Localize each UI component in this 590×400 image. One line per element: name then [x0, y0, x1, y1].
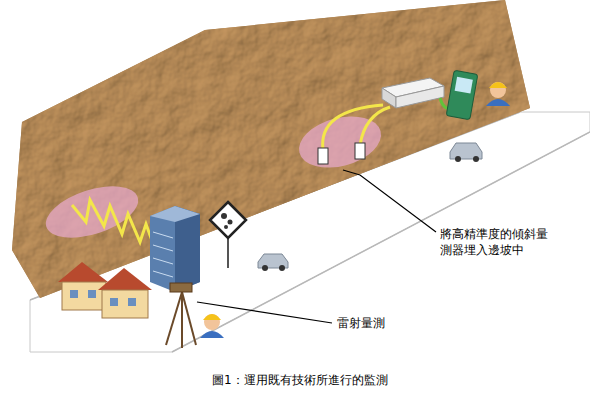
- house: [58, 262, 152, 318]
- rockfall-sign: [210, 202, 246, 268]
- tilt-sensor: [318, 148, 328, 164]
- figure-caption: 圖1：運用既有技術所進行的監測: [212, 372, 388, 388]
- building: [150, 206, 200, 292]
- leader-line: [197, 302, 332, 323]
- worker: [200, 314, 224, 338]
- data-terminal: [446, 70, 478, 119]
- callout-text: 雷射量測: [337, 315, 417, 331]
- laser-tripod: [166, 283, 196, 348]
- tilt-sensor: [355, 143, 365, 159]
- leader-line: [343, 170, 436, 232]
- callout-text: 將高精準度的傾斜量測器埋入邊坡中: [440, 226, 548, 258]
- worker: [486, 82, 510, 106]
- car: [258, 254, 288, 271]
- car: [450, 143, 482, 162]
